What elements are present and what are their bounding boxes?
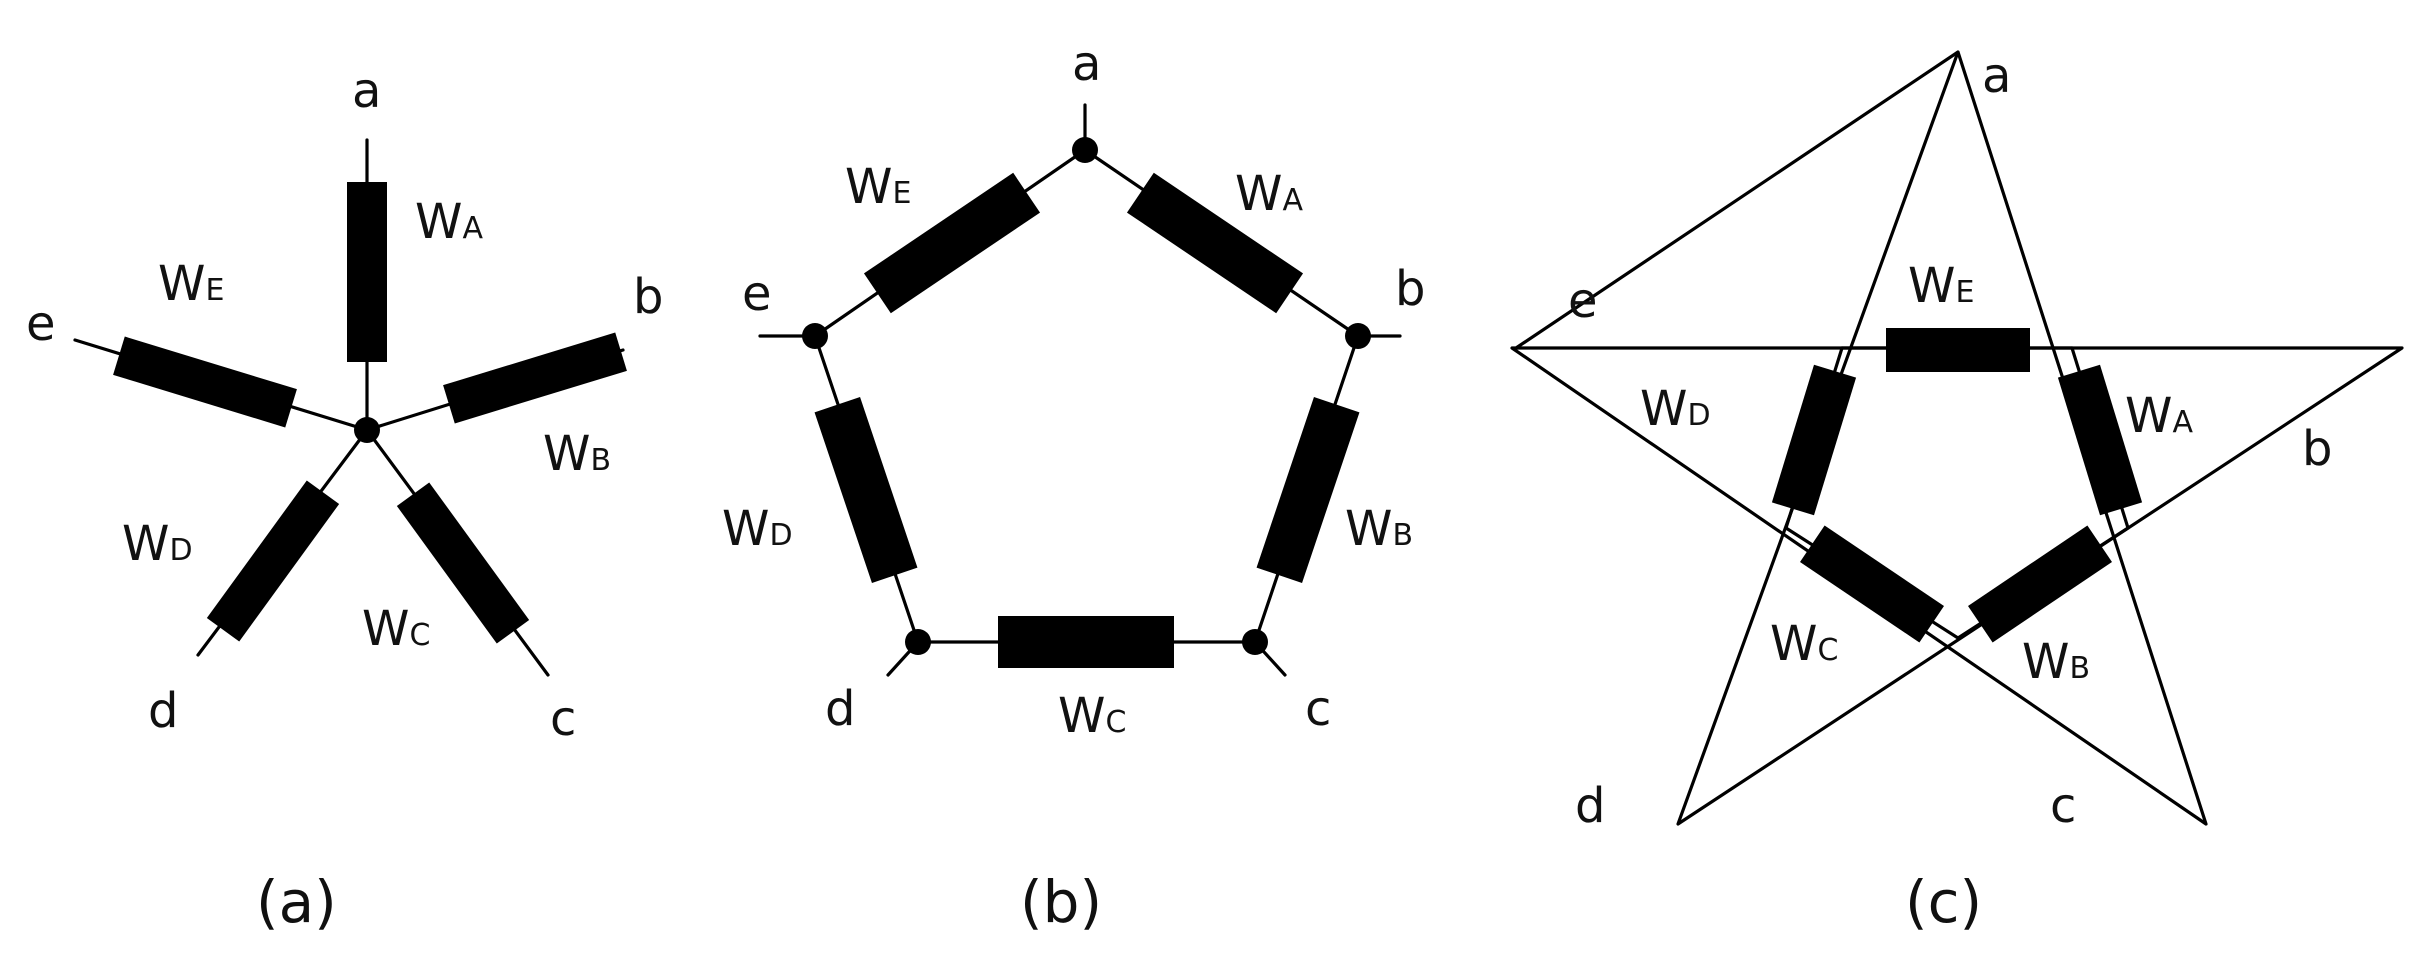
winding-label-wa: WA	[2125, 388, 2193, 444]
winding-label-wb: WB	[1345, 501, 1413, 557]
caption-c: (c)	[1905, 868, 1982, 936]
terminal-label-d: d	[825, 681, 855, 737]
winding-a-wa	[347, 182, 387, 362]
neutral-node-a	[354, 417, 380, 443]
winding-label-wd: WD	[722, 501, 793, 557]
terminal-label-c: c	[550, 691, 576, 747]
terminal-label-b: b	[633, 269, 663, 325]
winding-c-wd	[1771, 364, 1857, 516]
node-b-b	[1345, 323, 1371, 349]
winding-a-we	[113, 336, 297, 428]
winding-label-wc: WC	[1058, 688, 1126, 744]
caption-b: (b)	[1020, 868, 1102, 936]
winding-label-wb: WB	[543, 426, 611, 482]
winding-label-we: WE	[845, 159, 911, 215]
caption-a: (a)	[256, 868, 337, 936]
winding-label-wa: WA	[415, 194, 483, 250]
winding-a-wc	[396, 482, 530, 644]
terminal-label-c: c	[1305, 681, 1331, 737]
winding-c-wc	[1800, 525, 1944, 643]
winding-label-we: WE	[1908, 258, 1974, 314]
winding-label-wc: WC	[362, 601, 430, 657]
terminal-label-a: a	[1982, 48, 2011, 104]
diagram-c-pentagram-connection: a b c d e WE WA WB WC WD (c)	[1510, 48, 2404, 936]
winding-label-wb: WB	[2022, 634, 2090, 690]
winding-label-wa: WA	[1235, 166, 1303, 222]
winding-c-we	[1886, 328, 2030, 372]
terminal-label-e: e	[26, 296, 56, 352]
diagram-b-polygon-connection: a b c d e WA WB WC WD WE (b)	[722, 36, 1425, 936]
winding-label-we: WE	[158, 256, 224, 312]
winding-b-wc	[998, 616, 1174, 668]
winding-b-wa	[1126, 172, 1304, 314]
winding-label-wd: WD	[122, 516, 193, 572]
winding-c-wa	[2057, 364, 2143, 516]
winding-label-wc: WC	[1770, 616, 1838, 672]
terminal-label-a: a	[1072, 36, 1101, 92]
terminal-label-e: e	[742, 266, 772, 322]
terminal-label-a: a	[352, 63, 381, 119]
terminal-label-d: d	[148, 683, 178, 739]
terminal-label-e: e	[1568, 273, 1598, 329]
terminal-label-b: b	[1395, 261, 1425, 317]
winding-label-wd: WD	[1640, 381, 1711, 437]
node-b-e	[802, 323, 828, 349]
terminal-label-d: d	[1575, 778, 1605, 834]
terminal-label-c: c	[2050, 778, 2076, 834]
node-b-c	[1242, 629, 1268, 655]
winding-b-wb	[1256, 397, 1360, 583]
winding-a-wd	[206, 480, 340, 642]
diagram-a-star-connection: a b c d e WA WB WC WD WE (a)	[26, 63, 663, 936]
terminal-label-b: b	[2302, 421, 2332, 477]
winding-a-wb	[443, 332, 627, 424]
node-b-a	[1072, 137, 1098, 163]
winding-b-we	[863, 172, 1041, 314]
winding-c-wb	[1968, 525, 2112, 643]
wire-c-star-outline	[1510, 50, 2404, 826]
winding-b-wd	[814, 397, 918, 583]
node-b-d	[905, 629, 931, 655]
